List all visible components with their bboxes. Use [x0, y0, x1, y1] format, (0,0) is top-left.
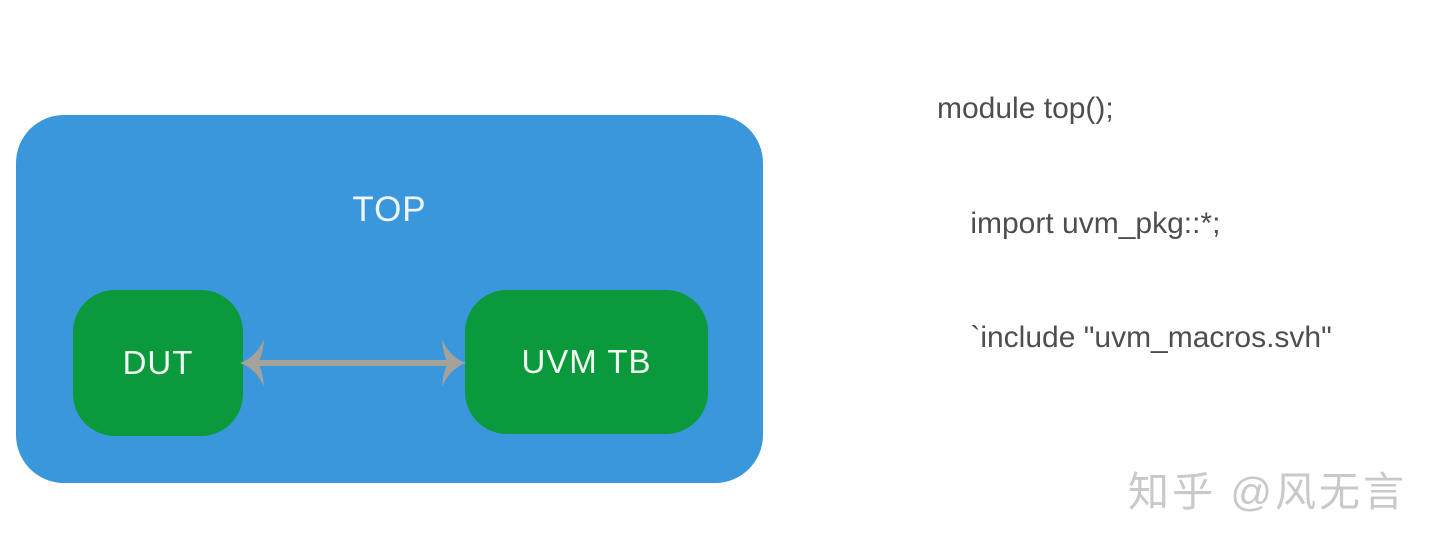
top-container-block: TOP DUT UVM TB [16, 115, 763, 483]
dut-block: DUT [73, 290, 243, 436]
arrowhead-right [442, 339, 466, 387]
zhihu-watermark: 知乎 @风无言 [1128, 469, 1408, 515]
uvm-tb-block: UVM TB [465, 290, 708, 434]
code-line: `include "uvm_macros.svh" [937, 321, 1332, 355]
arrowhead-left [240, 339, 264, 387]
code-snippet: module top(); import uvm_pkg::*; `includ… [937, 18, 1361, 544]
code-line: import uvm_pkg::*; [937, 206, 1221, 240]
code-line: module top(); [937, 92, 1114, 125]
bidirectional-arrow-icon [240, 339, 466, 387]
top-container-label: TOP [352, 190, 427, 229]
uvm-tb-label: UVM TB [521, 343, 652, 380]
dut-label: DUT [122, 344, 194, 381]
